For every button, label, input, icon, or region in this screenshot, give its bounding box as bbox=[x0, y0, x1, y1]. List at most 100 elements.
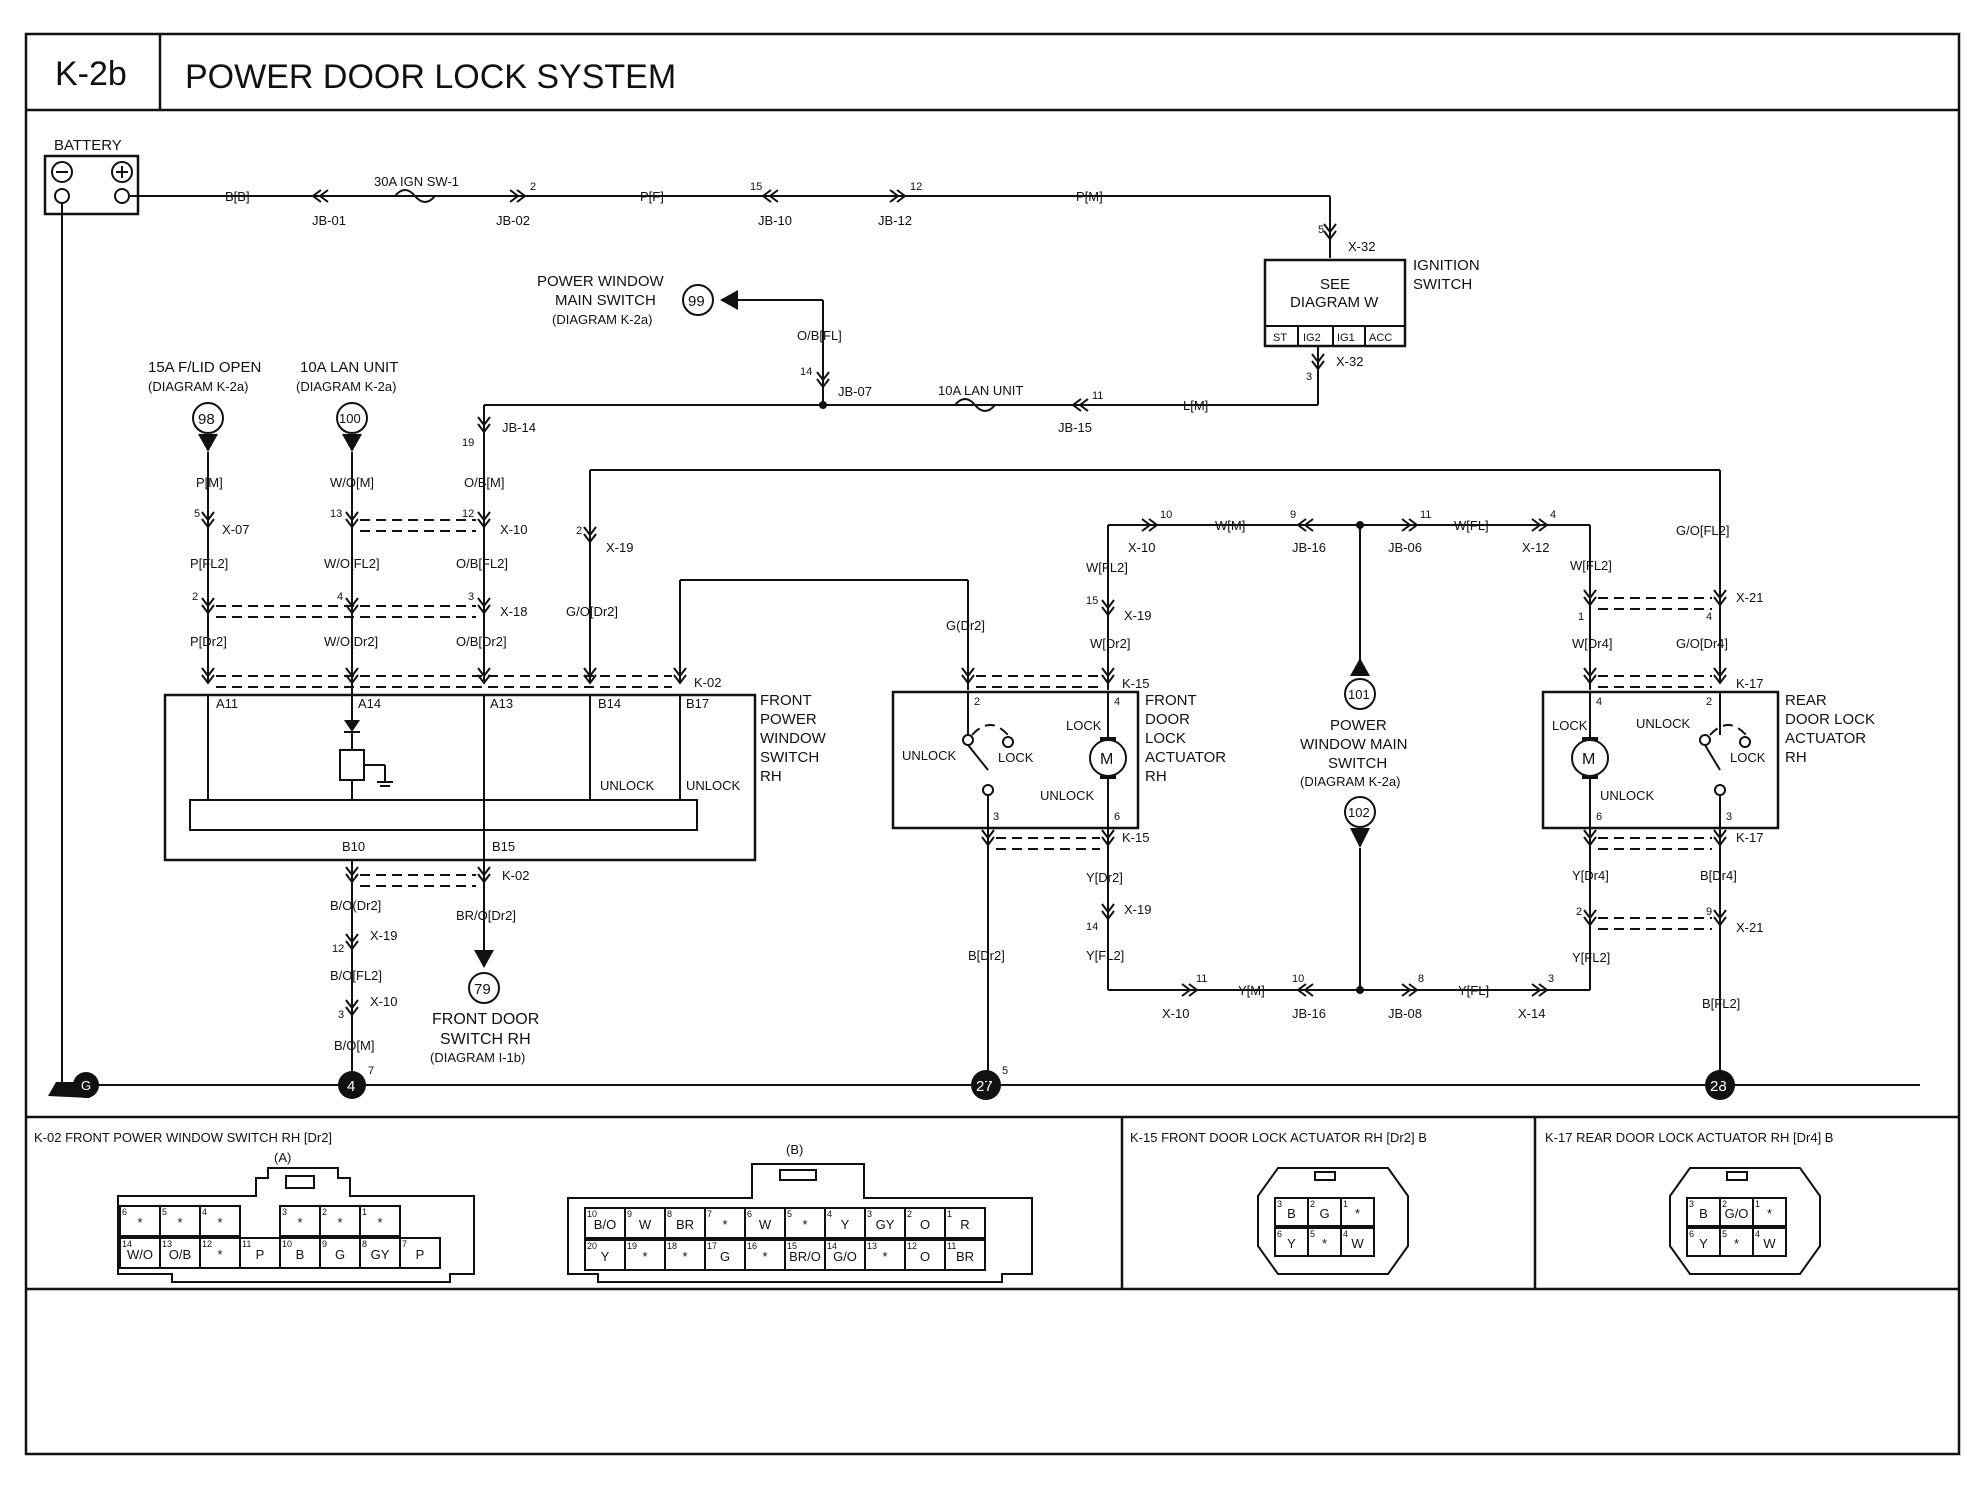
component-label: REAR bbox=[1785, 692, 1827, 709]
pin-wire-color: G/O bbox=[833, 1249, 857, 1264]
pin-wire-color: * bbox=[1322, 1236, 1327, 1251]
connector-view-label: (A) bbox=[274, 1150, 291, 1165]
pin-number: 17 bbox=[707, 1241, 717, 1251]
pin-number: 20 bbox=[587, 1241, 597, 1251]
pin-number: 4 bbox=[1343, 1229, 1348, 1239]
rear-door-lock-actuator bbox=[1541, 690, 1780, 830]
pin-number: 5 bbox=[1318, 224, 1324, 236]
connector-label: JB-08 bbox=[1388, 1006, 1422, 1021]
wire-label: O/B[FL2] bbox=[456, 556, 508, 571]
ref-99: 99 bbox=[682, 284, 714, 316]
wire-label: W[FL] bbox=[1454, 518, 1489, 533]
pin-number: 15 bbox=[1086, 595, 1098, 607]
svg-text:4: 4 bbox=[347, 1078, 355, 1095]
pin-wire-color: G bbox=[335, 1247, 345, 1262]
ref-label: WINDOW MAIN bbox=[1300, 736, 1407, 753]
component-label: RH bbox=[1785, 749, 1807, 766]
pin-cell bbox=[1752, 1227, 1787, 1257]
ignition-pin: IG2 bbox=[1303, 332, 1321, 344]
pin-wire-color: * bbox=[1355, 1206, 1360, 1221]
wire-label: G(Dr2] bbox=[946, 618, 985, 633]
pin-number: 4 bbox=[337, 591, 343, 603]
k15-panel-title: K-15 FRONT DOOR LOCK ACTUATOR RH [Dr2] B bbox=[1130, 1130, 1427, 1145]
pin-wire-color: W bbox=[1763, 1236, 1776, 1251]
svg-text:M: M bbox=[1582, 751, 1595, 768]
pin-number: 9 bbox=[322, 1239, 327, 1249]
wire-label: BR/O[Dr2] bbox=[456, 908, 516, 923]
pin-number: 3 bbox=[282, 1207, 287, 1217]
pin-wire-color: * bbox=[1734, 1236, 1739, 1251]
connector-label: X-10 bbox=[1128, 540, 1155, 555]
ground-27: 27 bbox=[971, 1070, 1001, 1100]
pin-number: 14 bbox=[1086, 921, 1098, 933]
connector-label: X-07 bbox=[222, 522, 249, 537]
pin-number: 6 bbox=[747, 1209, 752, 1219]
connector-label: K-15 bbox=[1122, 830, 1149, 845]
pin-label: B10 bbox=[342, 839, 365, 854]
wire-label: P[M] bbox=[1076, 189, 1103, 204]
unlock-label: UNLOCK bbox=[1600, 788, 1655, 803]
ref-label: 15A F/LID OPEN bbox=[148, 359, 261, 376]
svg-text:M: M bbox=[1100, 751, 1113, 768]
pin-wire-color: GY bbox=[371, 1247, 390, 1262]
connector-label: JB-12 bbox=[878, 213, 912, 228]
connector-b-pins: 10B/O9W8BR7*6W5*4Y3GY2O1R20Y19*18*17G16*… bbox=[584, 1207, 986, 1271]
pin-number: 3 bbox=[1548, 973, 1554, 985]
wire-label: B[B] bbox=[225, 189, 250, 204]
unlock-label: UNLOCK bbox=[902, 748, 957, 763]
component-label: SWITCH bbox=[760, 749, 819, 766]
pin-wire-color: * bbox=[217, 1247, 222, 1262]
connector-label: X-21 bbox=[1736, 590, 1763, 605]
wire-label: B/O[FL2] bbox=[330, 968, 382, 983]
pin-wire-color: Y bbox=[601, 1249, 610, 1264]
svg-text:102: 102 bbox=[1348, 805, 1370, 820]
pin-wire-color: * bbox=[682, 1249, 687, 1264]
pin-wire-color: B bbox=[1287, 1206, 1296, 1221]
ref-102: 102 bbox=[1344, 796, 1376, 828]
wire-label: G/O[FL2] bbox=[1676, 523, 1729, 538]
pin-number: 14 bbox=[122, 1239, 132, 1249]
pin-wire-color: O/B bbox=[169, 1247, 191, 1262]
connector-label: JB-02 bbox=[496, 213, 530, 228]
pin-number: 1 bbox=[947, 1209, 952, 1219]
wire-label: P[M] bbox=[196, 475, 223, 490]
ref-label: MAIN SWITCH bbox=[555, 292, 656, 309]
pin-number: 6 bbox=[1689, 1229, 1694, 1239]
svg-text:101: 101 bbox=[1348, 687, 1370, 702]
lock-label: LOCK bbox=[1730, 750, 1766, 765]
pin-number: 3 bbox=[867, 1209, 872, 1219]
wire-label: B[FL2] bbox=[1702, 996, 1740, 1011]
pin-wire-color: BR bbox=[676, 1217, 694, 1232]
component-label: DOOR bbox=[1145, 711, 1190, 728]
svg-text:79: 79 bbox=[474, 981, 491, 998]
pin-cell bbox=[944, 1207, 986, 1239]
connector-label: JB-10 bbox=[758, 213, 792, 228]
component-label: LOCK bbox=[1145, 730, 1186, 747]
pin-number: 3 bbox=[1306, 371, 1312, 383]
component-label: WINDOW bbox=[760, 730, 827, 747]
pin-number: 9 bbox=[627, 1209, 632, 1219]
pin-number: 8 bbox=[362, 1239, 367, 1249]
wire-label: B[Dr4] bbox=[1700, 868, 1737, 883]
wire-label: G/O[Dr4] bbox=[1676, 636, 1728, 651]
wire-label: Y[Dr4] bbox=[1572, 868, 1609, 883]
pin-wire-color: Y bbox=[1287, 1236, 1296, 1251]
pin-wire-color: W bbox=[639, 1217, 652, 1232]
connector-label: K-17 bbox=[1736, 830, 1763, 845]
front-door-lock-actuator bbox=[891, 690, 1140, 830]
pin-number: 5 bbox=[194, 508, 200, 520]
wire-label: W[FL2] bbox=[1570, 558, 1612, 573]
pin-wire-color: G/O bbox=[1725, 1206, 1749, 1221]
pin-number: 2 bbox=[322, 1207, 327, 1217]
connector-a-housing bbox=[117, 1167, 475, 1283]
pin-wire-color: * bbox=[1767, 1206, 1772, 1221]
pin-wire-color: R bbox=[960, 1217, 969, 1232]
switch-module bbox=[189, 799, 698, 831]
pin-number: 10 bbox=[1292, 973, 1304, 985]
pin-number: 6 bbox=[1277, 1229, 1282, 1239]
unlock-label: UNLOCK bbox=[1636, 716, 1691, 731]
wire-label: W[FL2] bbox=[1086, 560, 1128, 575]
pin-number: 5 bbox=[1722, 1229, 1727, 1239]
